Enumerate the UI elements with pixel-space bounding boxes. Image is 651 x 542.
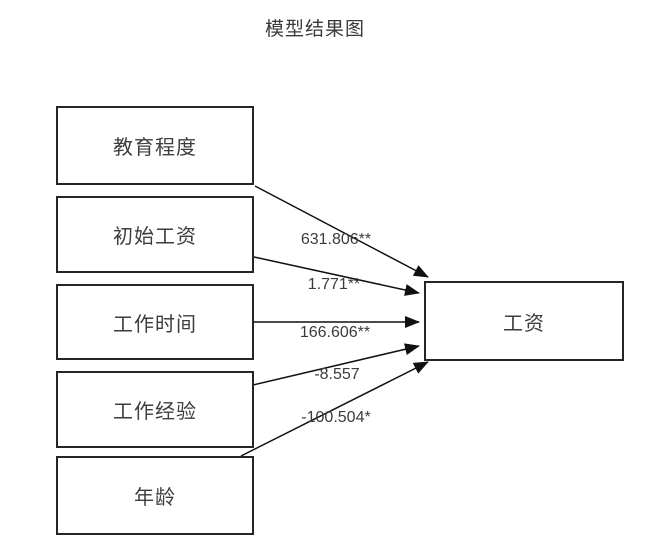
node-work-experience: 工作经验 bbox=[56, 371, 254, 448]
node-salary: 工资 bbox=[424, 281, 624, 361]
diagram-title: 模型结果图 bbox=[264, 19, 365, 40]
coefficient-work-experience-salary: -8.557 bbox=[314, 366, 360, 383]
coefficient-age-salary: -100.504* bbox=[301, 409, 371, 426]
node-initial-salary-label: 初始工资 bbox=[113, 226, 197, 248]
node-education: 教育程度 bbox=[56, 106, 254, 185]
node-work-experience-label: 工作经验 bbox=[113, 401, 197, 423]
node-salary-label: 工资 bbox=[503, 312, 545, 335]
node-age-label: 年龄 bbox=[134, 487, 176, 509]
edge-work-experience-salary bbox=[252, 343, 420, 386]
node-education-label: 教育程度 bbox=[113, 137, 197, 159]
coefficient-education-salary: 631.806** bbox=[300, 231, 372, 248]
coefficient-initial-salary-salary: 1.771** bbox=[307, 276, 361, 293]
node-age: 年龄 bbox=[56, 456, 254, 535]
coefficient-work-time-salary: 166.606** bbox=[299, 324, 371, 341]
edge-initial-salary-salary bbox=[253, 256, 420, 296]
node-work-time-label: 工作时间 bbox=[113, 313, 197, 336]
node-work-time: 工作时间 bbox=[56, 284, 254, 360]
node-initial-salary: 初始工资 bbox=[56, 196, 254, 273]
edge-education-salary bbox=[254, 185, 429, 278]
edge-age-salary bbox=[240, 361, 429, 457]
